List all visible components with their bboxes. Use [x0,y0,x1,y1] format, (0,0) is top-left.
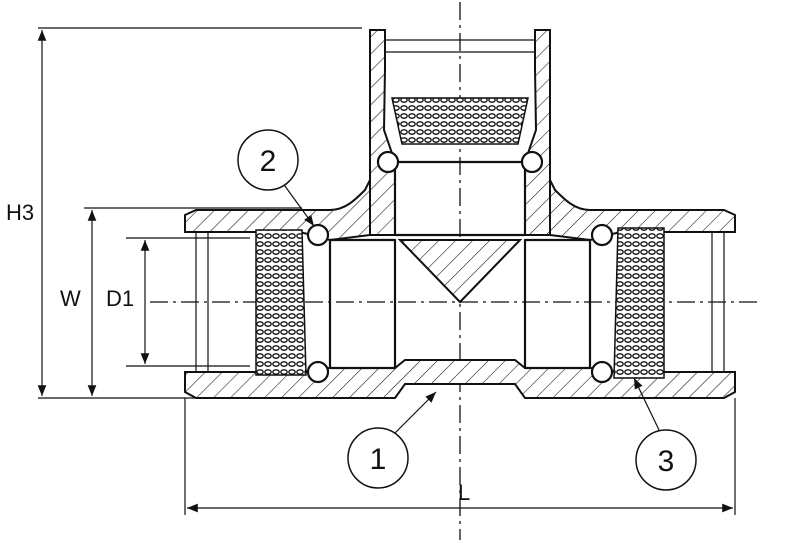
top-screen [391,97,529,145]
svg-text:2: 2 [260,145,277,178]
l-label: L [458,480,470,505]
callout-3: 3 [635,429,697,491]
left-screen [255,229,307,376]
callout-1-leader [393,391,437,435]
callout-2-leader [281,181,315,227]
w-label: W [60,286,81,311]
extension-lines [38,27,736,515]
h3-label: H3 [6,200,34,225]
callout-3-leader [633,377,661,433]
callout-2: 2 [237,129,299,191]
bore-outlines [195,39,725,372]
callout-1: 1 [347,427,409,489]
svg-text:3: 3 [658,445,675,478]
svg-text:1: 1 [370,443,387,476]
right-screen [613,227,665,379]
o-rings [306,150,614,384]
d1-label: D1 [106,286,134,311]
